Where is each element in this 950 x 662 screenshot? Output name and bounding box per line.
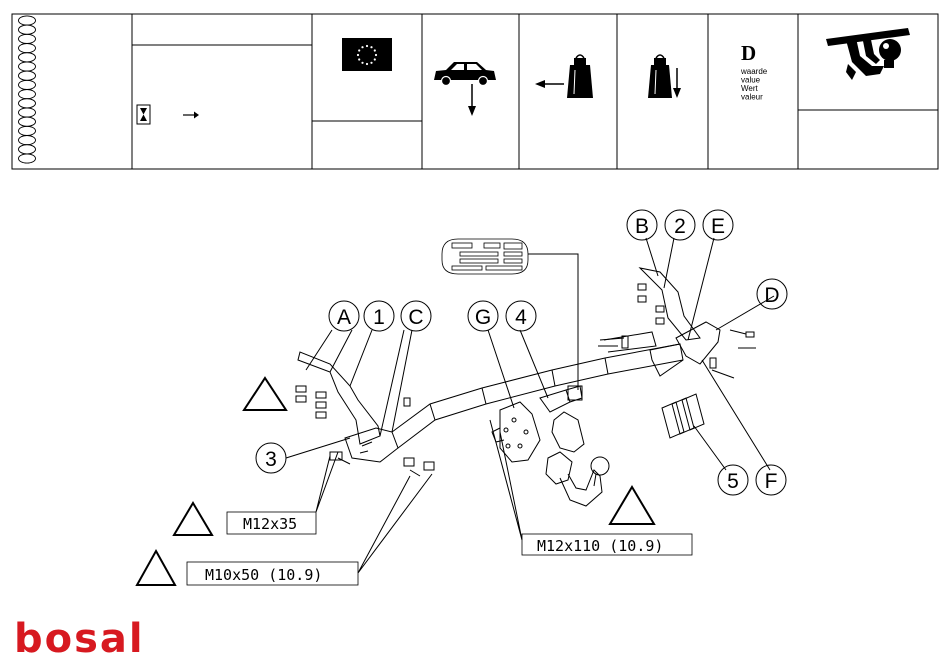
callout-2: 2 bbox=[674, 215, 686, 238]
type-plate bbox=[442, 239, 528, 274]
d-term-fr: valeur bbox=[741, 93, 763, 102]
header-table bbox=[12, 14, 938, 169]
towbar-icon bbox=[826, 28, 910, 80]
callout-f: F bbox=[765, 470, 778, 493]
callout-4: 4 bbox=[515, 306, 527, 329]
callout-g: G bbox=[475, 306, 491, 329]
callout-e: E bbox=[711, 215, 725, 238]
callout-c: C bbox=[408, 306, 423, 329]
hourglass-icon bbox=[137, 105, 150, 124]
towbar-crossbar bbox=[286, 238, 774, 573]
bolt-spec-m10x50: M10x50 (10.9) bbox=[205, 566, 322, 584]
callout-5: 5 bbox=[727, 470, 739, 493]
callout-b: B bbox=[635, 215, 649, 238]
d-value-letter: D bbox=[741, 41, 756, 65]
arrow-right-icon bbox=[183, 112, 199, 119]
eu-flag-icon bbox=[342, 38, 392, 71]
callout-1: 1 bbox=[373, 306, 385, 329]
callout-3: 3 bbox=[265, 448, 277, 471]
bolt-spec-m12x35: M12x35 bbox=[243, 515, 297, 533]
oval-checklist bbox=[19, 16, 36, 163]
car-load-icon bbox=[434, 62, 496, 116]
callout-d: D bbox=[764, 284, 779, 307]
bolt-spec-m12x110: M12x110 (10.9) bbox=[537, 537, 663, 555]
weight-horizontal-icon bbox=[535, 55, 593, 98]
callout-a: A bbox=[337, 306, 351, 329]
bosal-logo: bosal bbox=[14, 619, 145, 659]
weight-vertical-icon bbox=[648, 55, 681, 98]
